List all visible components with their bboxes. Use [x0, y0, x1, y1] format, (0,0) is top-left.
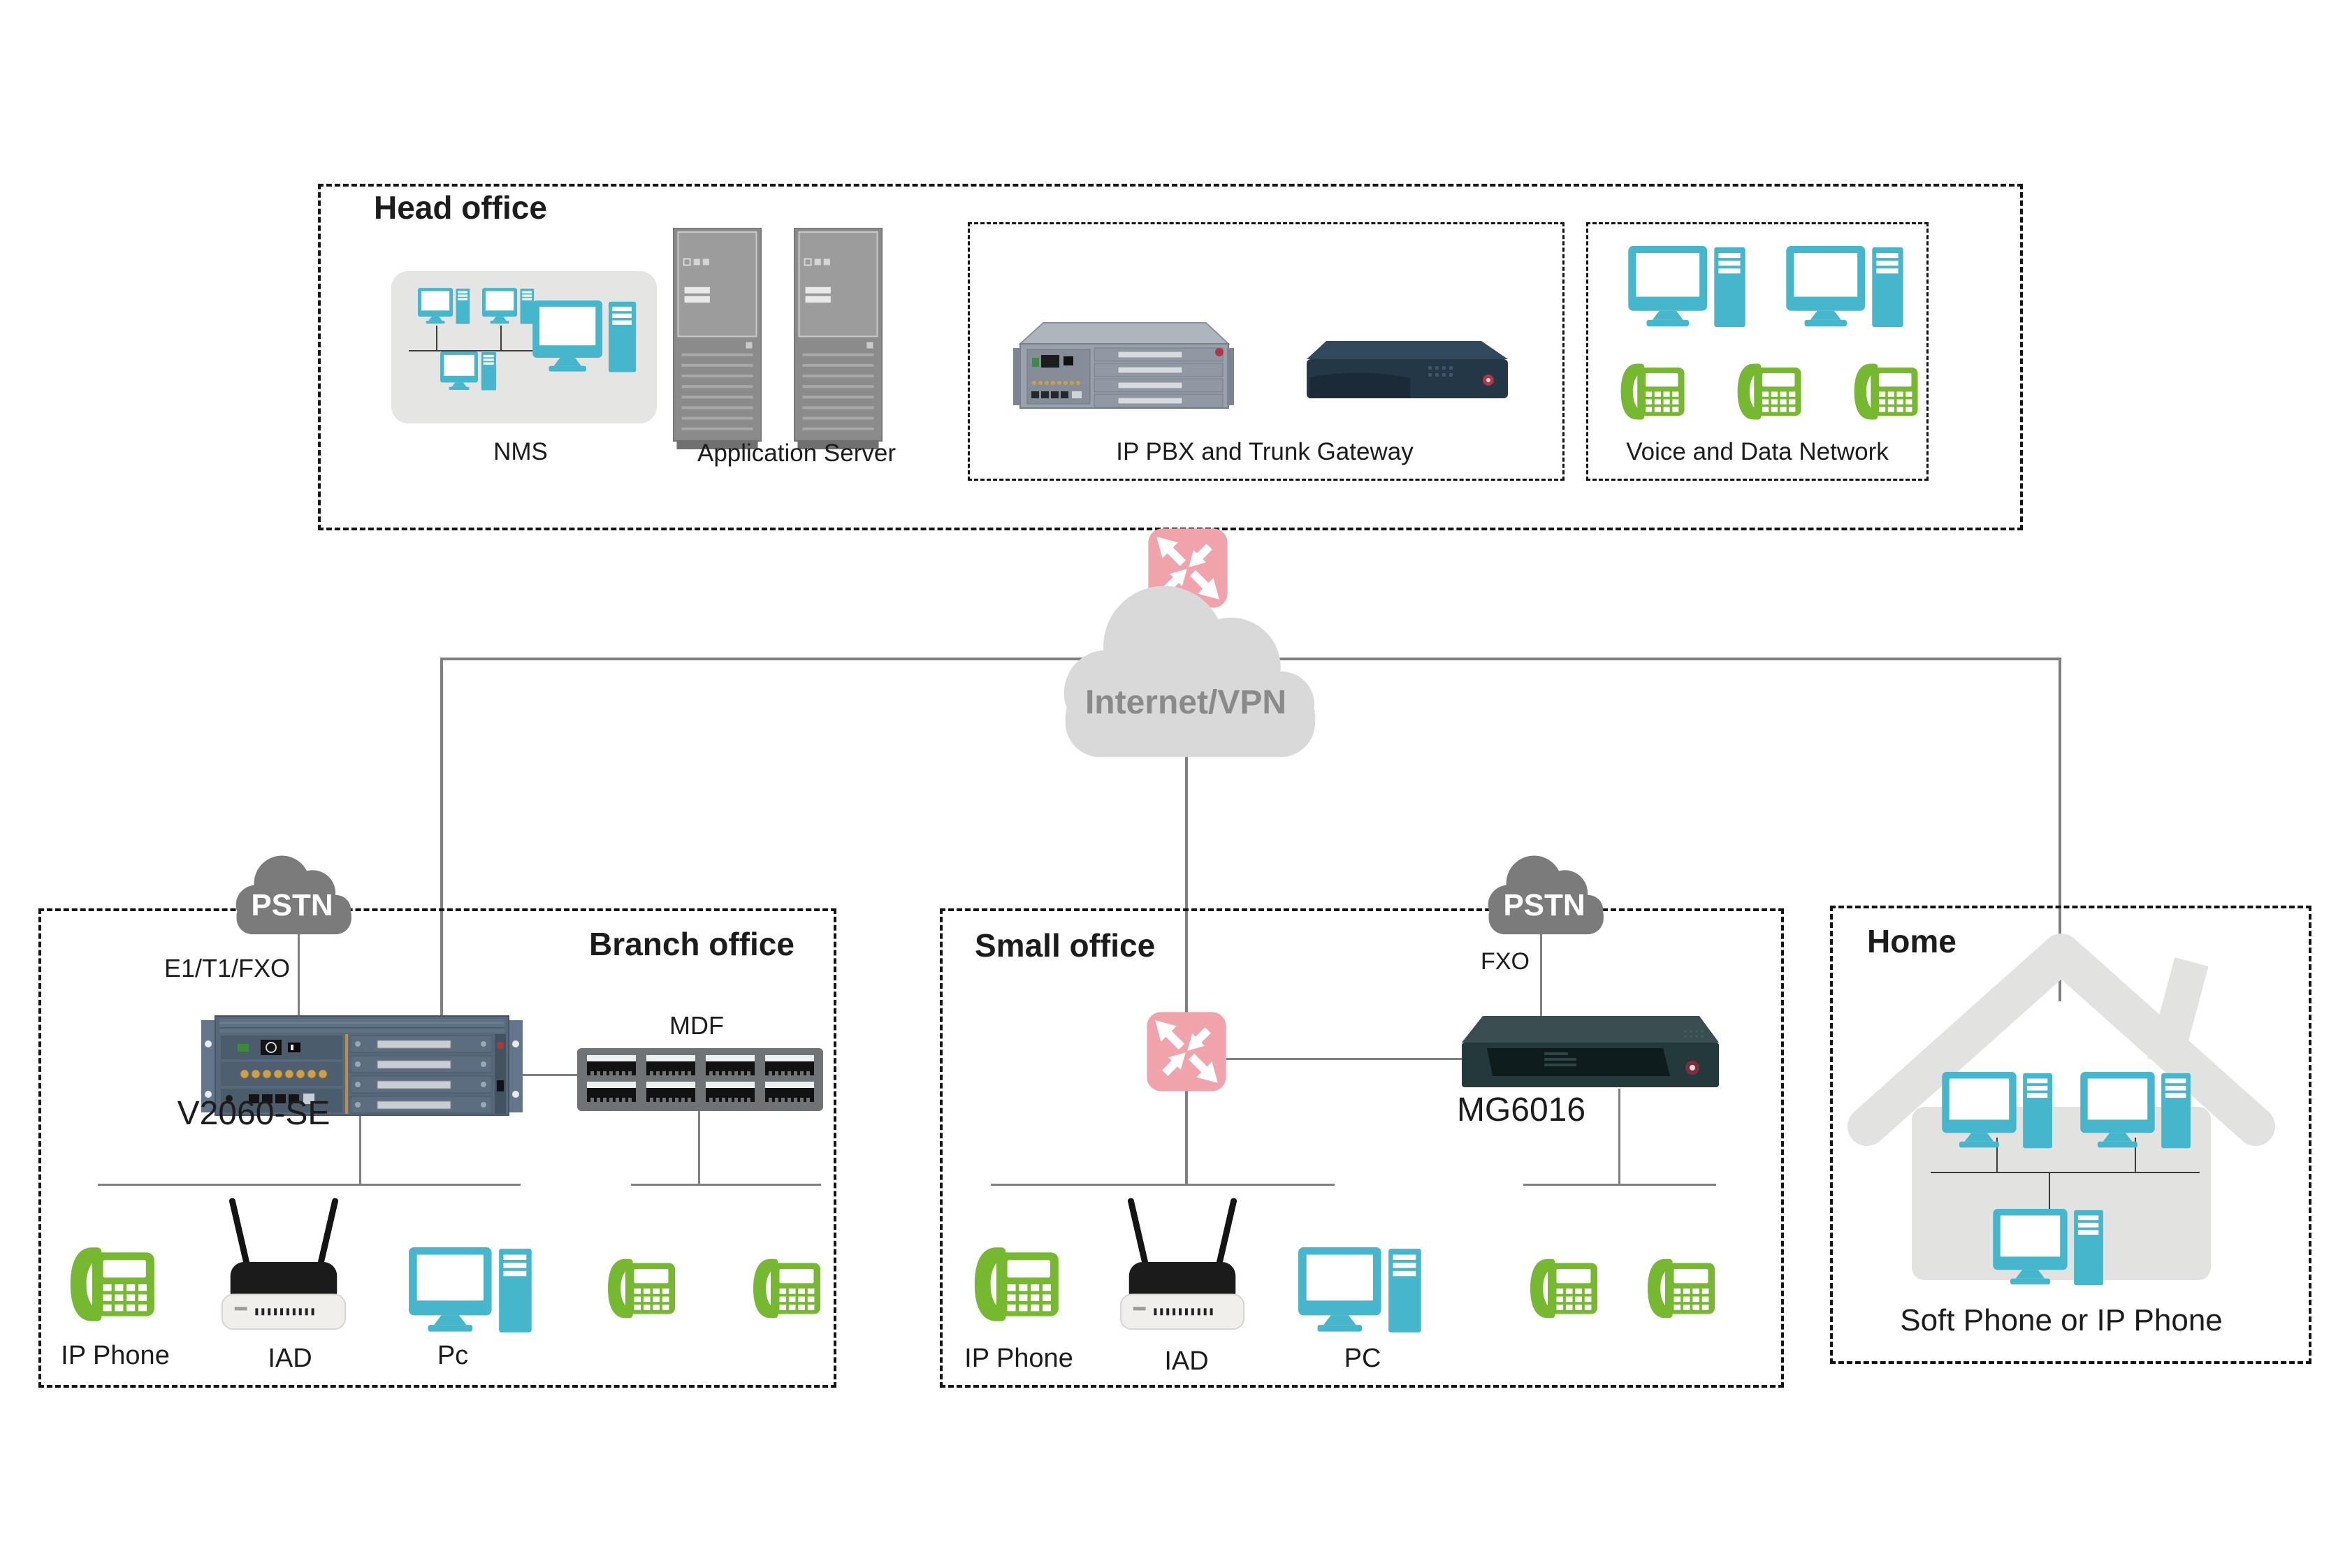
- computer-icon: [1942, 1072, 2055, 1152]
- router-mg6016-line: [1226, 1058, 1464, 1060]
- home-uplink-line: [2059, 658, 2061, 1001]
- branch-ip-phone-label: IP Phone: [61, 1341, 170, 1370]
- branch-pstn-line: [298, 931, 300, 1017]
- ip-phone-icon: [1852, 360, 1922, 423]
- application-server-icon: [794, 228, 883, 450]
- ip-phone-icon: [67, 1242, 159, 1326]
- nms-computer-icon: [440, 351, 498, 392]
- small-bus2-line: [1523, 1184, 1716, 1186]
- home-caption: Soft Phone or IP Phone: [1900, 1303, 2223, 1337]
- small-link-label: FXO: [1481, 948, 1530, 975]
- ip-phone-icon: [750, 1255, 825, 1322]
- branch-uplink-line: [440, 658, 443, 1017]
- computer-icon: [1993, 1209, 2106, 1288]
- ip-pbx-chassis-icon: [1013, 322, 1234, 409]
- nms-computer-icon: [418, 288, 471, 326]
- iad-icon: [221, 1198, 347, 1330]
- small-office-box: [940, 908, 1784, 1388]
- internet-cloud: [1048, 577, 1324, 760]
- ippbx-box: [968, 222, 1565, 481]
- internet-downlink-line: [1185, 658, 1188, 1185]
- home-lan-drop1: [1996, 1138, 1998, 1173]
- small-fxo-line: [1540, 931, 1542, 1019]
- mdf-panel-icon: [577, 1048, 823, 1111]
- small-office-title: Small office: [975, 927, 1156, 964]
- small-iad-label: IAD: [1164, 1346, 1209, 1376]
- pc-icon: [1298, 1247, 1424, 1336]
- branch-link-label: E1/T1/FXO: [164, 954, 291, 982]
- ip-phone-icon: [1527, 1255, 1602, 1322]
- application-server-icon: [673, 228, 762, 450]
- small-pc-label: PC: [1344, 1344, 1381, 1373]
- mg6016-drop-line: [1618, 1089, 1620, 1184]
- home-lan-drop2: [2135, 1138, 2136, 1173]
- branch-iad-label: IAD: [268, 1344, 312, 1373]
- pstn-label: PSTN: [251, 888, 333, 922]
- ip-phone-icon: [605, 1255, 679, 1322]
- branch-office-title: Branch office: [589, 926, 794, 962]
- mdf-drop-line: [698, 1110, 700, 1184]
- branch-bus2-line: [631, 1184, 821, 1186]
- small-bus-line: [991, 1184, 1335, 1186]
- nms-lan-drop1: [436, 326, 437, 351]
- home-lan-line: [1931, 1172, 2200, 1173]
- ip-phone-icon: [1645, 1255, 1719, 1322]
- v2060-label: V2060-SE: [177, 1095, 331, 1132]
- nms-lan-line: [409, 350, 552, 351]
- voice-data-box: [1586, 222, 1929, 481]
- router-icon: [1145, 1007, 1228, 1096]
- ip-phone-icon: [1618, 360, 1688, 423]
- small-ip-phone-label: IP Phone: [964, 1344, 1073, 1373]
- home-title: Home: [1867, 923, 1957, 959]
- iad-icon: [1119, 1198, 1245, 1330]
- voice-data-label: Voice and Data Network: [1626, 438, 1889, 465]
- computer-icon: [1628, 246, 1748, 331]
- branch-bus-line: [98, 1184, 521, 1186]
- v2060-se-icon: [201, 1015, 523, 1116]
- mg6016-icon: [1462, 1016, 1719, 1087]
- nms-computer-icon: [532, 300, 639, 375]
- v2060-mdf-line: [521, 1074, 579, 1076]
- internet-label: Internet/VPN: [1084, 684, 1287, 721]
- nms-computer-icon: [482, 288, 535, 326]
- mdf-label: MDF: [669, 1011, 724, 1040]
- ippbx-label: IP PBX and Trunk Gateway: [1116, 438, 1414, 465]
- ip-phone-icon: [1735, 360, 1805, 423]
- computer-icon: [2080, 1072, 2193, 1152]
- application-server-label: Application Server: [697, 440, 896, 467]
- house-icon: [1848, 934, 2275, 1280]
- pc-icon: [409, 1247, 535, 1336]
- home-box: [1830, 906, 2311, 1364]
- trunk-gateway-icon: [1307, 341, 1508, 398]
- branch-pc-label: Pc: [437, 1341, 469, 1370]
- branch-office-box: [38, 908, 836, 1388]
- pstn-label: PSTN: [1503, 888, 1585, 922]
- home-lan-drop3: [2049, 1172, 2050, 1211]
- computer-icon: [1786, 246, 1906, 331]
- mg6016-label: MG6016: [1456, 1091, 1586, 1128]
- nms-lan-drop2: [500, 326, 502, 351]
- ip-phone-icon: [971, 1242, 1064, 1326]
- v2060-drop-line: [359, 1115, 361, 1184]
- nms-label: NMS: [493, 438, 548, 465]
- head-office-title: Head office: [374, 189, 547, 226]
